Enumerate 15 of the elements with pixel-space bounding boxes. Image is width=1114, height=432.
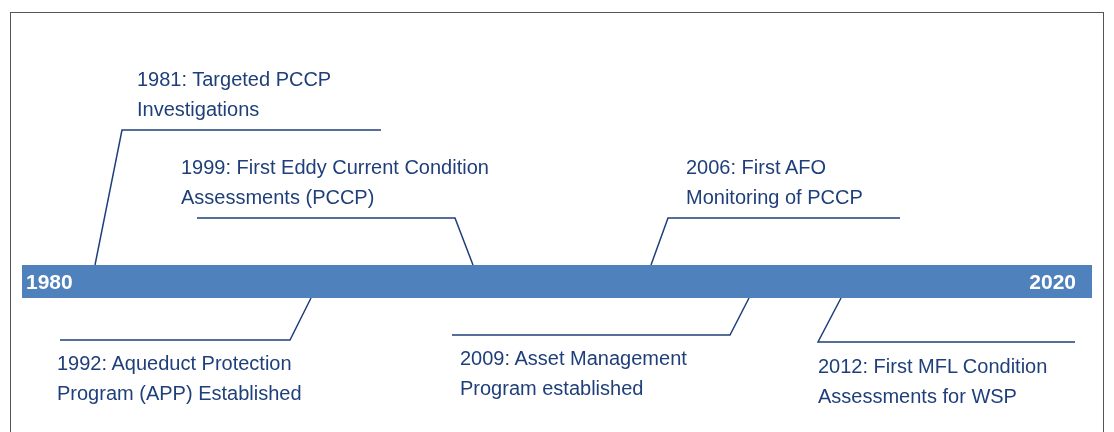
- leader-line: [196, 217, 474, 266]
- milestone-text: 1992: Aqueduct Protection Program (APP) Established: [57, 340, 357, 408]
- milestone-text: 2012: First MFL Condition Assessments for WSP: [818, 342, 1108, 408]
- milestone-text: 2009: Asset Management Program established: [452, 335, 752, 401]
- milestone-text: 1981: Targeted PCCP Investigations: [137, 64, 397, 130]
- timeline-bar: [22, 265, 1092, 298]
- milestone-text: 2006: First AFO Monitoring of PCCP: [686, 152, 906, 218]
- leader-line: [816, 297, 1076, 343]
- leader-line: [650, 217, 901, 266]
- leader-line: [59, 297, 312, 341]
- milestone-text: 1999: First Eddy Current Condition Assessments (PCCP): [181, 152, 561, 218]
- leader-line: [451, 297, 750, 336]
- year-label: 2020: [1029, 269, 1076, 295]
- year-label: 1980: [26, 269, 73, 295]
- leader-line: [94, 129, 382, 266]
